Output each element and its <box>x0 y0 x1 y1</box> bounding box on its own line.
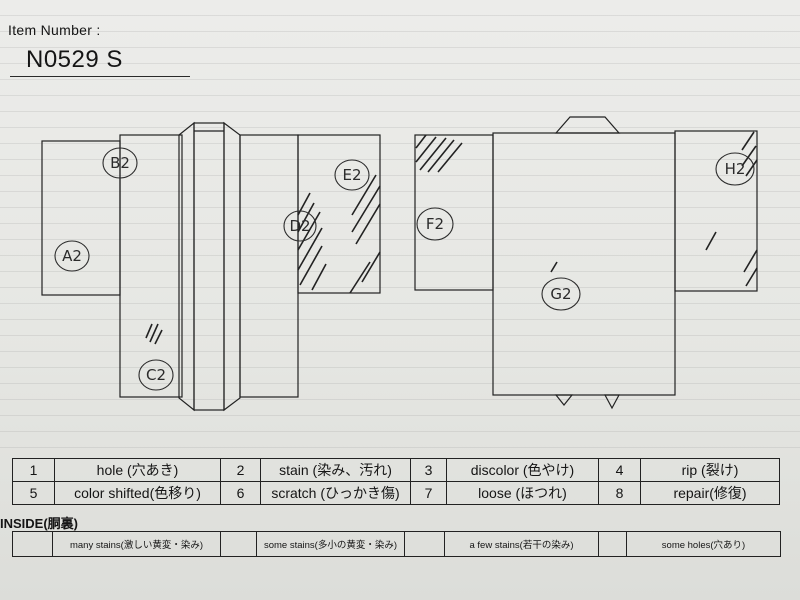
label-b2: B2 <box>110 154 130 172</box>
legend-number: 7 <box>410 481 447 505</box>
legend-text: repair(修復) <box>640 481 780 505</box>
inside-option-text: some stains(多小の黄変・染み) <box>256 531 405 557</box>
front-collar-left <box>178 121 195 412</box>
legend-number: 1 <box>12 458 55 482</box>
back-hem-tab-left <box>554 394 574 406</box>
label-g2: G2 <box>550 285 571 303</box>
kimono-diagram: A2 B2 C2 D2 E2 F2 G2 H2 <box>41 116 758 412</box>
label-f2: F2 <box>426 215 444 233</box>
legend-row: 5 color shifted(色移り) 6 scratch (ひっかき傷) 7… <box>12 481 780 505</box>
legend-text: color shifted(色移り) <box>54 481 221 505</box>
legend-text: loose (ほつれ) <box>446 481 599 505</box>
front-left-panel <box>119 134 183 398</box>
inside-option-text: some holes(穴あり) <box>626 531 781 557</box>
hatch-f2 <box>415 134 463 173</box>
front-collar-right <box>223 121 241 412</box>
legend-number: 3 <box>410 458 447 482</box>
legend-number: 4 <box>598 458 641 482</box>
legend-text: rip (裂け) <box>640 458 780 482</box>
label-d2: D2 <box>289 217 310 235</box>
legend-row: 1 hole (穴あき) 2 stain (染み、汚れ) 3 discolor … <box>12 458 780 482</box>
inside-checkbox[interactable] <box>404 531 445 557</box>
back-body <box>492 132 676 396</box>
label-c2: C2 <box>146 366 166 384</box>
legend-number: 8 <box>598 481 641 505</box>
back-right-sleeve <box>674 130 758 292</box>
front-collar-band <box>193 122 225 411</box>
hatch-h2 <box>705 131 758 287</box>
legend-text: hole (穴あき) <box>54 458 221 482</box>
back-left-sleeve <box>414 134 494 291</box>
hatch-d2 <box>297 192 327 291</box>
legend-text: scratch (ひっかき傷) <box>260 481 411 505</box>
item-number-underline <box>10 76 190 77</box>
hatch-e2 <box>349 174 381 294</box>
legend-text: stain (染み、汚れ) <box>260 458 411 482</box>
inside-checkbox[interactable] <box>598 531 627 557</box>
back-collar <box>554 116 621 134</box>
label-h2: H2 <box>725 160 746 178</box>
defect-legend-table: 1 hole (穴あき) 2 stain (染み、汚れ) 3 discolor … <box>12 458 780 505</box>
inside-checkbox[interactable] <box>12 531 53 557</box>
label-a2: A2 <box>62 247 82 265</box>
item-number-value: N0529 S <box>26 46 123 73</box>
inside-option-text: a few stains(若干の染み) <box>444 531 599 557</box>
inside-section-title: INSIDE(胴裏) <box>0 516 79 531</box>
legend-text: discolor (色やけ) <box>446 458 599 482</box>
label-e2: E2 <box>342 166 361 184</box>
legend-number: 6 <box>220 481 261 505</box>
back-hem-tab-right <box>603 394 621 410</box>
legend-number: 5 <box>12 481 55 505</box>
inside-option-text: many stains(激しい黄変・染み) <box>52 531 221 557</box>
inside-row: many stains(激しい黄変・染み) some stains(多小の黄変・… <box>12 531 781 557</box>
front-left-sleeve <box>41 140 121 296</box>
legend-number: 2 <box>220 458 261 482</box>
item-number-label: Item Number : <box>8 22 101 38</box>
inside-condition-table: many stains(激しい黄変・染み) some stains(多小の黄変・… <box>12 531 781 557</box>
hatch-c2 <box>145 323 163 345</box>
inside-checkbox[interactable] <box>220 531 257 557</box>
front-right-panel <box>239 134 299 398</box>
hatch-g2 <box>550 261 558 273</box>
